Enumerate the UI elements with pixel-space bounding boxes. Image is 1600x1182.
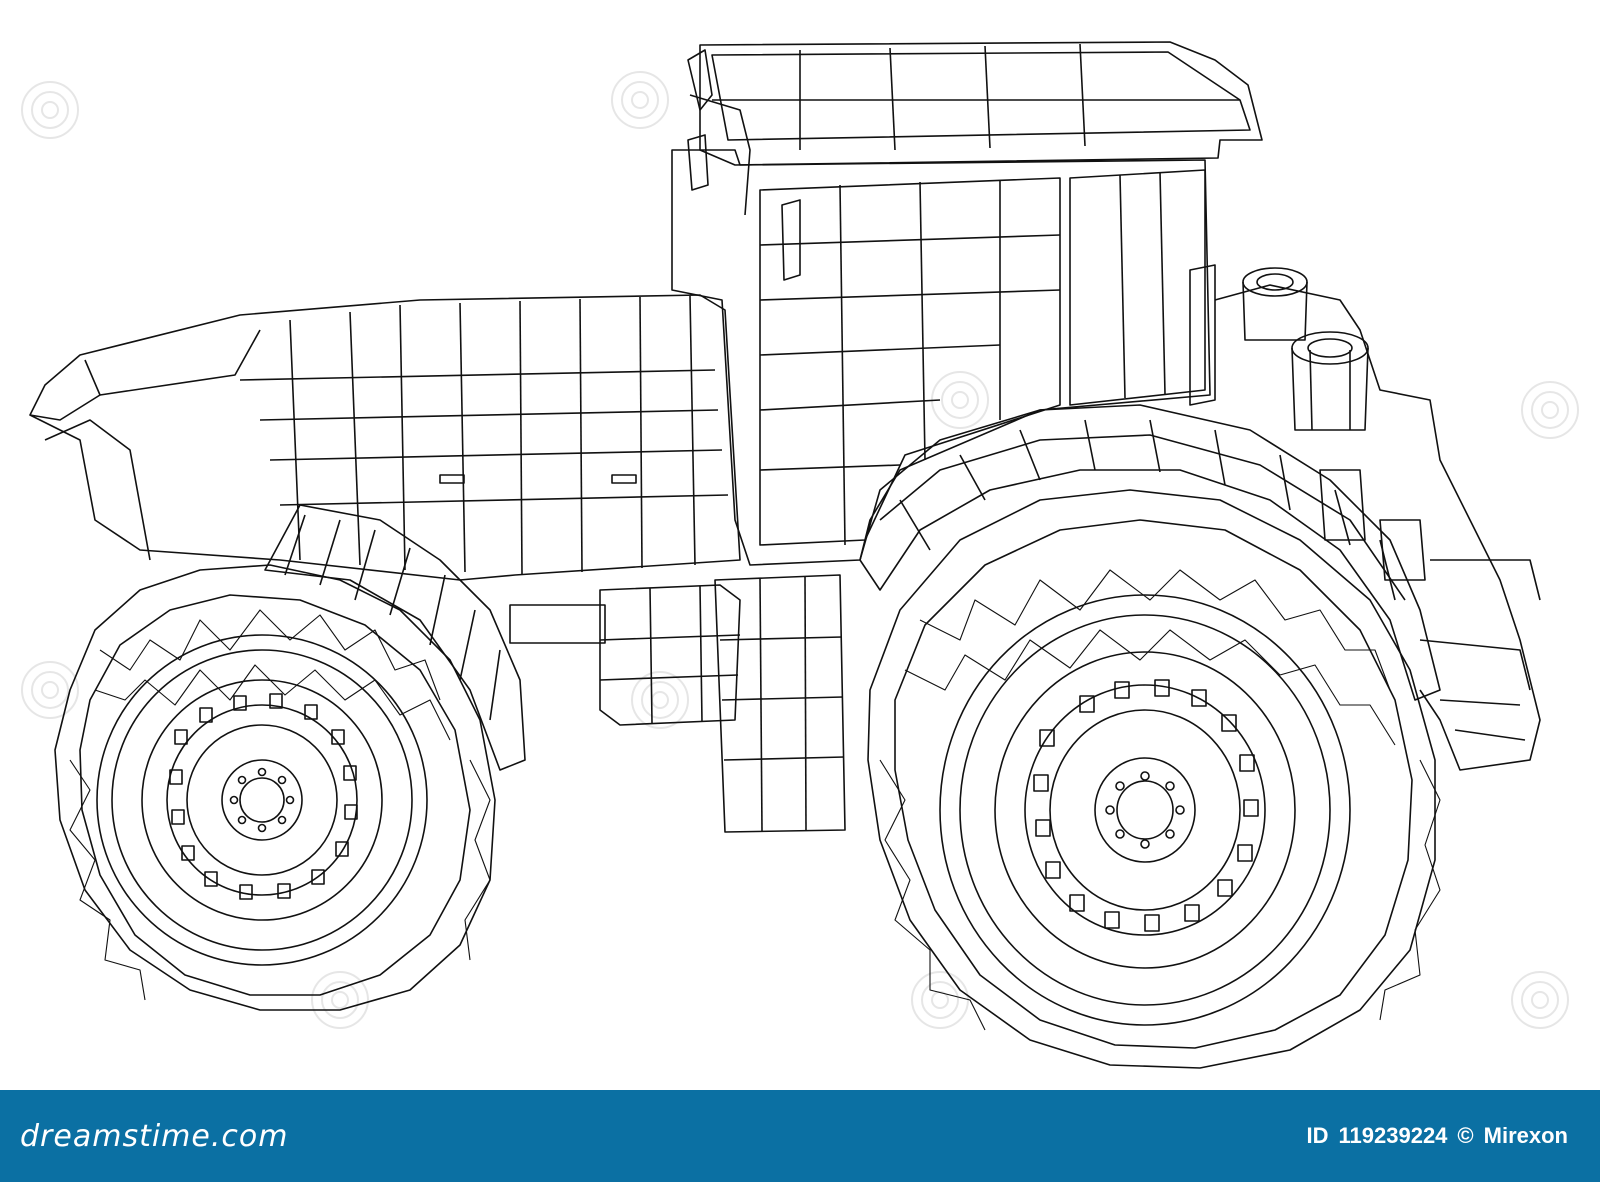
watermark-swirl: [611, 71, 669, 129]
illustration: [21, 41, 1579, 1069]
copyright-symbol: ©: [1457, 1123, 1474, 1148]
id-label: ID: [1306, 1123, 1329, 1148]
watermark-swirl: [1511, 971, 1569, 1029]
tractor: [29, 41, 1541, 1069]
front-lug-nuts: [229, 767, 295, 833]
rear-rim-holes: [1033, 679, 1259, 932]
watermark-swirl: [21, 661, 79, 719]
watermark-swirl: [21, 81, 79, 139]
watermark-swirl: [311, 971, 369, 1029]
rear-lug-nuts: [1105, 771, 1185, 849]
tractor-wireframe: [21, 41, 1579, 1069]
rear-wheel: [867, 489, 1441, 1069]
front-fender: [264, 504, 526, 771]
rear-hitch: [1189, 264, 1541, 771]
cab: [671, 49, 1211, 566]
watermark-footer-bar: dreamstime.com ID 119239224 © Mirexon: [0, 1090, 1600, 1182]
brand-logo: dreamstime.com: [20, 1118, 289, 1154]
front-wheel: [54, 564, 496, 1011]
steps: [714, 574, 846, 833]
rear-fender: [859, 404, 1441, 701]
front-rim-holes: [169, 693, 358, 900]
watermark-swirl: [931, 371, 989, 429]
watermark-swirl: [1521, 381, 1579, 439]
cab-roof: [699, 41, 1263, 166]
author-name: Mirexon: [1483, 1123, 1568, 1148]
watermark-swirl: [911, 971, 969, 1029]
hood: [29, 294, 741, 581]
watermark-swirl: [631, 671, 689, 729]
fuel-tank: [599, 584, 741, 726]
drive-shaft: [509, 604, 606, 644]
exhaust-caps: [1242, 267, 1369, 431]
rear-tire-tread: [879, 569, 1441, 1031]
image-credit: ID 119239224 © Mirexon: [1307, 1123, 1568, 1149]
image-id: 119239224: [1338, 1123, 1448, 1148]
